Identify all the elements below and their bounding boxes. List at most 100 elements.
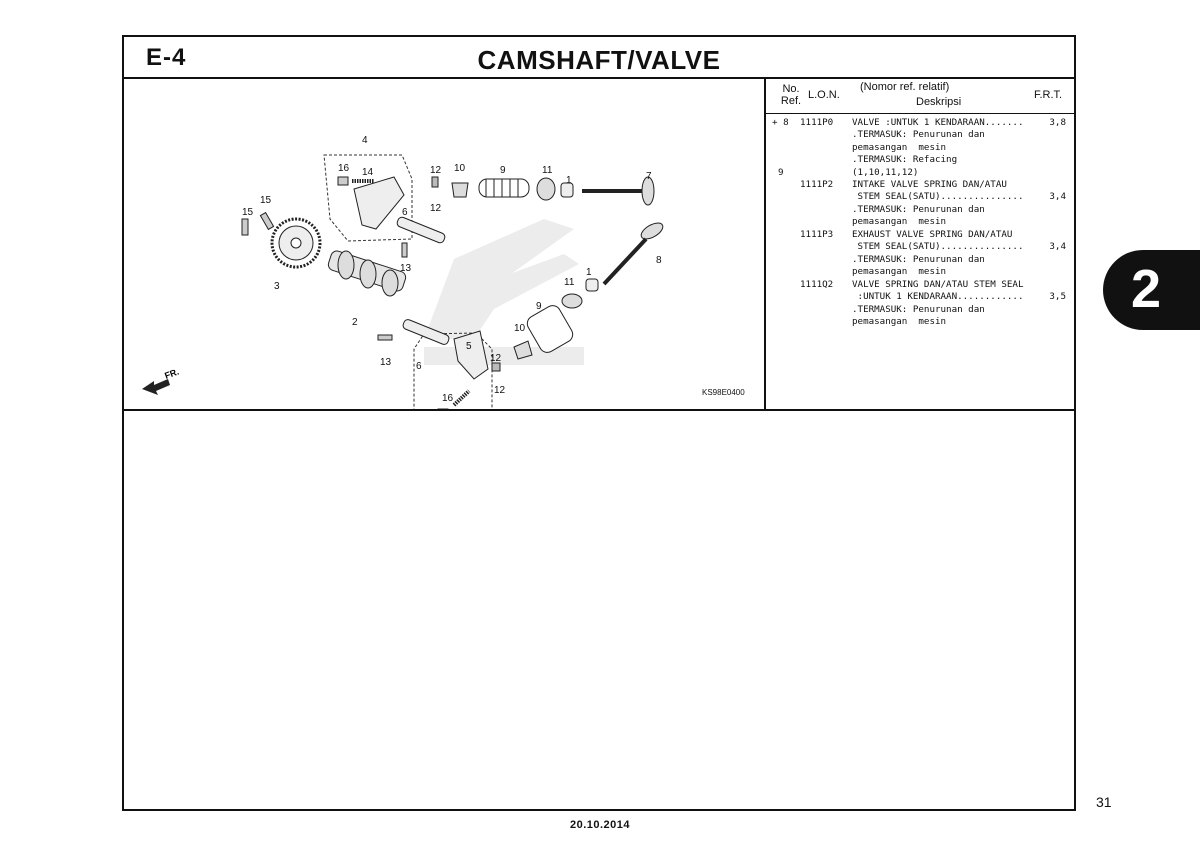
- parts-illustration: FR. 4 5 16 16 14 14 15 15 3 2 6 6 13 13: [142, 135, 664, 409]
- exploded-diagram: FR. 4 5 16 16 14 14 15 15 3 2 6 6 13 13: [124, 79, 766, 409]
- rocker-arm-upper: [353, 176, 405, 230]
- front-arrow-icon: [142, 379, 170, 395]
- callout-5: 5: [466, 341, 472, 352]
- row-lon: 1111P3: [800, 229, 834, 240]
- row-desc-line: pemasangan mesin: [852, 266, 947, 278]
- spring-seat-11-lower: [561, 293, 583, 309]
- table-row: + 8 1111P0 VALVE :UNTUK 1 KENDARAAN.....…: [766, 117, 1076, 179]
- callout-15a: 15: [242, 207, 254, 218]
- row-desc-line: .TERMASUK: Penurunan dan: [852, 253, 985, 265]
- header-frt: F.R.T.: [1034, 89, 1063, 101]
- callout-14a: 14: [362, 167, 374, 178]
- stem-seal-1-upper: [560, 182, 574, 198]
- row-desc-line: pemasangan mesin: [852, 216, 947, 228]
- row-desc-line: .TERMASUK: Penurunan dan: [852, 203, 985, 215]
- header-no: No.: [782, 83, 800, 95]
- callout-15b: 15: [260, 195, 272, 206]
- callout-12b: 12: [430, 203, 442, 214]
- content-area: FR. 4 5 16 16 14 14 15 15 3 2 6 6 13 13: [124, 79, 1076, 411]
- callout-1b: 1: [586, 267, 592, 278]
- spring-seat-11-upper: [536, 177, 556, 201]
- chapter-tab-label: 2: [1131, 259, 1162, 319]
- nut-16-upper: [337, 176, 349, 186]
- rocker-shaft-upper: [396, 216, 446, 244]
- row-desc-line: STEM SEAL(SATU)...............: [852, 241, 1024, 253]
- callout-8: 8: [656, 255, 662, 266]
- callout-13a: 13: [400, 263, 412, 274]
- callout-16b: 16: [442, 393, 454, 404]
- callout-11a: 11: [542, 165, 553, 176]
- callout-12a: 12: [430, 165, 442, 176]
- camshaft: [327, 250, 407, 297]
- row-ref: + 8: [772, 117, 789, 128]
- rocker-arm-lower: [453, 330, 489, 380]
- callout-10a: 10: [454, 163, 466, 174]
- row-desc-line: (1,10,11,12): [852, 166, 919, 178]
- row-desc-line: pemasangan mesin: [852, 141, 947, 153]
- cotter-12-upper: [431, 176, 439, 188]
- row-desc-line: INTAKE VALVE SPRING DAN/ATAU: [852, 179, 1007, 190]
- row-frt: 3,5: [1049, 291, 1066, 303]
- row-desc-line: :UNTUK 1 KENDARAAN............: [852, 291, 1024, 303]
- stem-seal-1-lower: [585, 278, 599, 292]
- valve-8: [602, 222, 664, 286]
- valve-7: [582, 176, 655, 206]
- callout-3: 3: [274, 281, 280, 292]
- header-desc: Deskripsi: [916, 96, 962, 108]
- row-desc-line: VALVE :UNTUK 1 KENDARAAN.......: [852, 117, 1024, 128]
- callout-6b: 6: [416, 361, 422, 372]
- row-lon: 1111Q2: [800, 279, 834, 290]
- chapter-tab: 2: [1103, 250, 1200, 330]
- adjuster-14-lower: [452, 389, 471, 407]
- page-number: 31: [1096, 794, 1112, 810]
- valve-spring-lower: [526, 305, 574, 353]
- group-box-4: [323, 154, 413, 242]
- print-date: 20.10.2014: [569, 819, 631, 831]
- table-row: 1111Q2 VALVE SPRING DAN/ATAU STEM SEAL :…: [766, 279, 1076, 329]
- row-desc-line: EXHAUST VALVE SPRING DAN/ATAU: [852, 229, 1013, 240]
- callout-9a: 9: [500, 165, 506, 176]
- callout-16a: 16: [338, 163, 350, 174]
- row-frt: 3,8: [1049, 117, 1066, 128]
- row-ref: 9: [778, 166, 784, 178]
- header-desc-top: (Nomor ref. relatif): [860, 81, 950, 93]
- row-desc-line: VALVE SPRING DAN/ATAU STEM SEAL: [852, 279, 1024, 290]
- row-desc-line: .TERMASUK: Refacing: [852, 154, 958, 166]
- row-lon: 1111P0: [800, 117, 834, 128]
- table-row: 1111P3 EXHAUST VALVE SPRING DAN/ATAU STE…: [766, 229, 1076, 279]
- table-row: 9 1111P2 INTAKE VALVE SPRING DAN/ATAU ST…: [766, 167, 1076, 229]
- row-desc-line: STEM SEAL(SATU)...............: [852, 191, 1024, 203]
- callout-9b: 9: [536, 301, 542, 312]
- retainer-10-lower: [513, 340, 533, 360]
- callout-13b: 13: [380, 357, 392, 368]
- page-header: E-4 CAMSHAFT/VALVE: [124, 37, 1074, 79]
- callout-7: 7: [646, 171, 652, 182]
- row-desc-line: pemasangan mesin: [852, 316, 947, 328]
- callout-12d: 12: [494, 385, 506, 396]
- bolt-15b: [259, 211, 275, 231]
- callout-4: 4: [362, 135, 368, 146]
- front-label: FR.: [163, 367, 180, 381]
- callout-10b: 10: [514, 323, 526, 334]
- callout-11b: 11: [564, 277, 575, 288]
- valve-spring-upper: [478, 178, 530, 198]
- callout-12c: 12: [490, 353, 502, 364]
- retainer-10-upper: [451, 182, 469, 198]
- rocker-shaft-lower: [402, 319, 450, 345]
- table-header: No. Ref. L.O.N. (Nomor ref. relatif) Des…: [766, 79, 1076, 114]
- callout-numbers: 4 5 16 16 14 14 15 15 3 2 6 6 13 13 12 1…: [242, 135, 662, 404]
- row-desc-line: .TERMASUK: Penurunan dan: [852, 129, 985, 141]
- page-frame: E-4 CAMSHAFT/VALVE: [122, 35, 1076, 811]
- table-rows: + 8 1111P0 VALVE :UNTUK 1 KENDARAAN.....…: [766, 117, 1076, 329]
- header-no-ref: No. Ref.: [774, 83, 808, 107]
- row-frt: 3,4: [1049, 241, 1066, 253]
- cotter-12-lower: [491, 362, 501, 372]
- header-ref: Ref.: [780, 95, 802, 107]
- row-lon: 1111P2: [800, 179, 834, 190]
- bolt-15: [241, 218, 249, 236]
- section-code: E-4: [146, 44, 187, 71]
- bolt-13-lower: [377, 334, 393, 341]
- header-lon: L.O.N.: [808, 89, 840, 101]
- callout-6a: 6: [402, 207, 408, 218]
- callout-1a: 1: [566, 175, 572, 186]
